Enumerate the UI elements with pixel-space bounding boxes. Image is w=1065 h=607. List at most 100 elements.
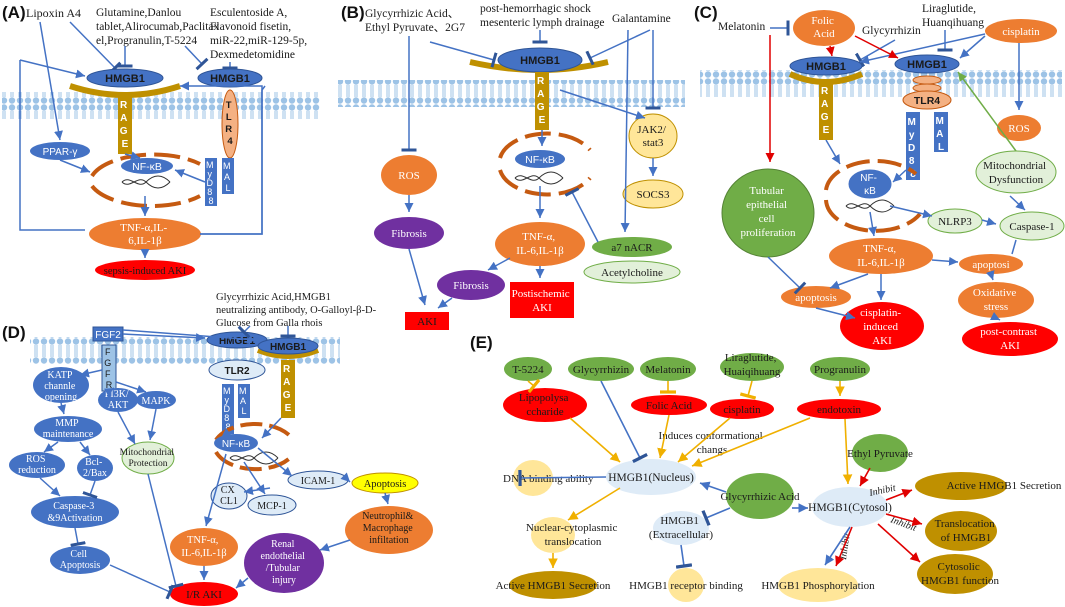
cisplatin-node <box>710 399 774 419</box>
panel-e: (E) T-5224 Glycyrrhizin Melatonin Liragl… <box>470 333 1062 602</box>
lps-node <box>503 388 587 422</box>
cytosolic-function-label: Cytosolic HMGB1 function <box>921 561 999 587</box>
glycyrrhizic-label: Glycyrrhizic Acid,HMGB1 neutralizing ant… <box>216 292 379 329</box>
socs3-node <box>622 179 684 209</box>
nfkb-node <box>847 168 893 200</box>
glycyrrhizic-acid-label: Glycyrrhizic Acid <box>720 491 800 503</box>
nucleus-envelope <box>214 450 294 472</box>
cytokines-node <box>170 528 238 566</box>
tlr2-label: TLR2 <box>225 366 250 377</box>
neutrophil-node <box>345 506 433 554</box>
post-contrast-aki-node <box>962 322 1058 356</box>
apoptosi-node <box>959 254 1023 274</box>
panel-a: (A) Lipoxin A4 Glutamine,Danlou tablet,A… <box>2 3 320 280</box>
nucleus-envelope <box>90 184 201 208</box>
cytokines-node <box>89 218 201 250</box>
active-secretion-right-node <box>915 472 1007 500</box>
post-contrast-aki-label: post-contrast AKI <box>980 326 1040 352</box>
hmgb1-node <box>257 337 319 355</box>
ros-label: ROS reduction <box>18 454 56 476</box>
apoptosis-label: apoptosis <box>795 292 837 304</box>
hmgb1-cytosol-label: HMGB1(Cytosol) <box>808 502 892 514</box>
endotoxin-label: endotoxin <box>817 404 861 416</box>
rage-label: R A G E <box>120 100 131 150</box>
myd88-box <box>222 384 234 434</box>
receptor-binding-bubble <box>668 568 704 602</box>
fibrosis-node <box>374 217 444 249</box>
active-secretion-bottom-label: Active HMGB1 Secretion <box>496 580 611 592</box>
mal-label: M A L <box>239 386 249 416</box>
mal-box <box>222 158 234 194</box>
cytokines-label: TNF-α, IL-6,IL-1β <box>516 231 564 257</box>
mal-box <box>934 112 948 152</box>
panel-b: (B) Glycyrrhizic Acid、 Ethyl Pyruvate、2G… <box>338 3 685 330</box>
liraglutide-label: Liraglutide, Huanqihuang <box>922 3 984 29</box>
panel-e-yellow-arrows <box>527 378 853 568</box>
caspase-label: Caspase-3 &9Activation <box>48 501 103 524</box>
cytosolic-function-node <box>917 554 993 594</box>
mito-protection-label: Mitochondrial Protection <box>120 448 177 469</box>
cxcl1-node <box>210 482 248 510</box>
cisplatin-label: cisplatin <box>1002 26 1040 38</box>
nlrp3-node <box>927 208 983 234</box>
nuclear-translocation-label: Nuclear-cytoplasmic translocation <box>526 522 620 548</box>
icam-label: ICAM-1 <box>301 476 335 487</box>
panel-b-arrows <box>401 29 661 309</box>
bcl-node <box>77 455 113 481</box>
panel-e-label: (E) <box>470 333 493 352</box>
glycyrrhizic-label: Glycyrrhizic Acid、 Ethyl Pyruvate、2G7 <box>365 8 465 34</box>
tlr4-label: T L R 4 <box>225 100 235 147</box>
mito-dysfunction-node <box>975 150 1057 194</box>
folic-acid-label: Folic Acid <box>646 400 693 412</box>
cytokines-label: TNF-α, IL-6,IL-1β <box>181 535 226 559</box>
sepsis-aki-label: sepsis-induced AKI <box>104 266 187 277</box>
glycyrrhizic-acid-node <box>726 473 794 519</box>
panel-c-red-arrows <box>765 35 899 162</box>
nucleus-envelope <box>824 159 918 191</box>
ethyl-pyruvate-node <box>852 434 908 472</box>
tlr4-receptor <box>902 90 952 110</box>
lymph-drainage-label: post-hemorrhagic shock mesenteric lymph … <box>480 3 605 29</box>
panel-a-arrows <box>19 21 266 258</box>
cytokines-label: TNF-α, IL-6,IL-1β <box>857 243 905 269</box>
progranulin-label: Progranulin <box>814 364 866 376</box>
ros-node <box>9 452 65 478</box>
glycyrrhizin-node <box>568 357 634 381</box>
hmgb1-nucleus-node <box>606 459 696 495</box>
renal-injury-node <box>244 533 324 593</box>
mmp-node <box>34 416 102 442</box>
hmgb1-node <box>894 54 960 74</box>
pi3k-label: PI3K/ AKT <box>105 389 131 411</box>
mal-box <box>238 384 250 418</box>
apoptosi-label: apoptosi <box>972 259 1009 271</box>
jak-label: JAK2/ stat3 <box>637 124 668 149</box>
panel-c: (C) Melatonin Folic Acid Glycyrrhizin Li… <box>694 3 1065 356</box>
glutamine-label: Glutamine,Danlou tablet,Alirocumab,Pacli… <box>96 7 222 47</box>
acetylcholine-node <box>583 260 681 284</box>
melatonin-label: Melatonin <box>718 21 766 33</box>
cxcl1-label: CX CL1 <box>220 485 238 507</box>
nfkb-label: NF-κB <box>222 439 251 450</box>
nfkb-node <box>515 150 565 168</box>
rage-receptor <box>535 72 549 130</box>
panel-c-label: (C) <box>694 3 718 22</box>
galantamine-label: Galantamine <box>612 13 671 25</box>
active-secretion-bottom-node <box>509 571 597 599</box>
rage-label: R A G E <box>537 76 548 126</box>
folic-acid-node <box>793 10 855 46</box>
postischemic-label: Postischemic AKI <box>512 288 573 314</box>
rage-cap <box>69 83 181 98</box>
t5224-node <box>504 357 552 381</box>
nuclear-translocation-bubble <box>531 517 575 553</box>
hmgb1-label: HMGB1 <box>219 336 256 347</box>
melatonin-node <box>640 357 696 381</box>
cisplatin-aki-node <box>840 302 924 350</box>
katp-label: KATP channle opening <box>44 370 78 403</box>
mcp1-node <box>247 494 297 516</box>
cisplatin-label: cisplatin <box>723 404 761 416</box>
dna-icon <box>514 171 564 185</box>
cisplatin-node <box>985 19 1057 43</box>
nfkb-label: NF-κB <box>525 154 555 166</box>
ros-node <box>381 155 437 195</box>
fgf2-label: FGF2 <box>95 330 121 341</box>
